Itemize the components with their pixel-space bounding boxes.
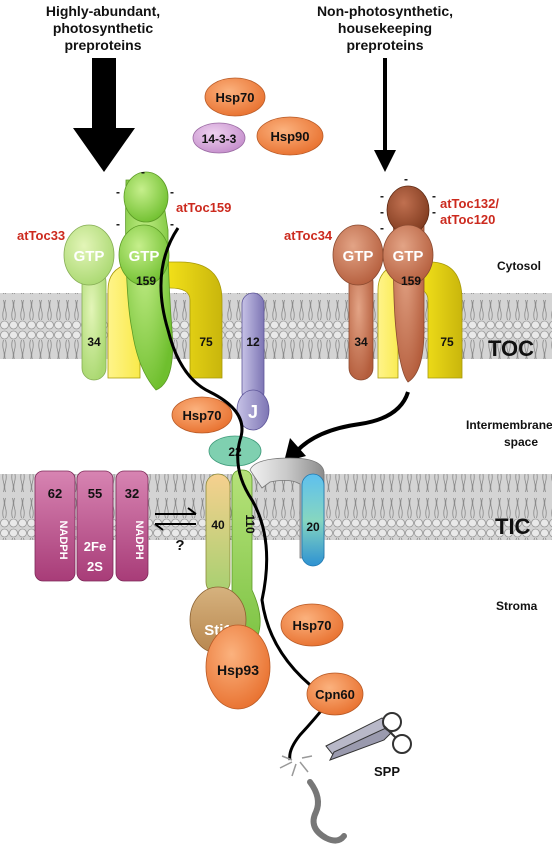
toc-complex-right: GTP GTP 159 34 75 - - - - - - atToc132/ … [284, 172, 499, 383]
thick-import-arrow [73, 58, 135, 172]
tic32-number: 32 [125, 486, 139, 501]
tic62 [34, 470, 76, 582]
charge: - [170, 185, 174, 199]
tic62-number: 62 [48, 486, 62, 501]
ims-label-line2: space [504, 435, 538, 449]
tic32 [115, 470, 149, 582]
cytosol-label: Cytosol [497, 259, 541, 273]
right-title-line3: preproteins [346, 37, 423, 53]
ims-hsp70-blob [171, 396, 233, 434]
equilibrium-arrows [154, 507, 197, 531]
tic-label: TIC [495, 514, 531, 539]
nadph-label-2: NADPH [133, 520, 145, 559]
charge: - [380, 205, 384, 219]
cpn60-label: Cpn60 [315, 687, 355, 702]
toc-label: TOC [488, 336, 534, 361]
ims-label-line1: Intermembrane [466, 418, 552, 432]
stroma-hsp70-blob [280, 603, 344, 647]
route-arrow-head [284, 438, 306, 462]
fe-label-2: 2S [87, 559, 103, 574]
toc159-a-domain [123, 171, 169, 223]
question-mark: ? [175, 537, 184, 554]
toc34-number-right: 34 [354, 335, 368, 349]
toc159-charges: - - - - - [116, 165, 174, 231]
tic20-blue [301, 473, 325, 567]
stroma-label: Stroma [496, 599, 538, 613]
nadph-label-1: NADPH [57, 520, 69, 559]
left-title: Highly-abundant, photosynthetic preprote… [46, 3, 160, 53]
tic55 [76, 470, 114, 582]
charge: - [432, 205, 436, 219]
hsp90-label: Hsp90 [270, 129, 309, 144]
toc33-stalk [81, 269, 107, 381]
tic110-number: 110 [243, 514, 257, 534]
toc159-gtp-label: GTP [129, 248, 160, 265]
attoc34-label: atToc34 [284, 228, 333, 243]
protein-1433-blob [192, 122, 246, 154]
hsp93-label: Hsp93 [217, 662, 259, 678]
right-title: Non-photosynthetic, housekeeping preprot… [317, 3, 453, 53]
stroma-hsp70-label: Hsp70 [292, 618, 331, 633]
spp-label: SPP [374, 764, 400, 779]
fe-label-1: 2Fe [84, 539, 106, 554]
cyto-hsp70-blob [204, 77, 266, 117]
tic20-number: 20 [306, 520, 320, 534]
charge: - [432, 189, 436, 203]
toc34-stalk [348, 269, 374, 381]
tic22-blob [208, 435, 262, 467]
toc12-complex: 12 Hsp70 J 22 [171, 292, 270, 467]
attoc120-label: atToc120 [440, 212, 495, 227]
charge: - [116, 217, 120, 231]
toc34-number-left: 34 [87, 335, 101, 349]
cpn60-blob [306, 672, 364, 716]
thin-import-arrow [374, 58, 396, 172]
tic40-number: 40 [211, 518, 225, 532]
charge: - [380, 221, 384, 235]
charge: - [170, 217, 174, 231]
charge: - [404, 172, 408, 186]
preprotein-strand [159, 227, 333, 761]
charge: - [380, 189, 384, 203]
protein-1433-label: 14-3-3 [202, 132, 237, 146]
toc-complex-left: GTP GTP 159 34 75 - - - - - atToc159 atT… [17, 165, 231, 391]
toc33-gtp-domain [63, 224, 115, 286]
hsp90-blob [256, 116, 324, 156]
left-title-line1: Highly-abundant, [46, 3, 160, 19]
toc159-number: 159 [136, 274, 156, 288]
toc132-number: 159 [401, 274, 421, 288]
tic40 [205, 473, 231, 595]
tic55-number: 55 [88, 486, 102, 501]
attoc159-label: atToc159 [176, 200, 231, 215]
route-arrow [294, 391, 410, 454]
toc12-number: 12 [246, 335, 260, 349]
left-title-line2: photosynthetic [53, 20, 154, 36]
toc132-gtp-domain [382, 224, 434, 286]
toc33-gtp-label: GTP [74, 248, 105, 265]
j-domain-label: J [248, 402, 258, 422]
attoc33-label: atToc33 [17, 228, 65, 243]
toc75-number-left: 75 [199, 335, 213, 349]
left-title-line3: preproteins [64, 37, 141, 53]
toc75-number-right: 75 [440, 335, 454, 349]
ims-hsp70-label: Hsp70 [182, 408, 221, 423]
j-domain-blob [236, 389, 270, 431]
toc159-gtp-domain [118, 224, 170, 286]
toc34-gtp-label: GTP [343, 248, 374, 265]
charge: - [141, 165, 145, 179]
mature-protein [307, 779, 347, 844]
right-title-line1: Non-photosynthetic, [317, 3, 453, 19]
tic110 [231, 469, 261, 641]
toc132-charges: - - - - - - [380, 172, 436, 235]
tic-complex: 20 62 55 32 NADPH 2Fe 2S NADPH ? 110 40 [34, 457, 325, 641]
charge: - [116, 185, 120, 199]
cyto-hsp70-label: Hsp70 [215, 90, 254, 105]
toc132-gtp-label: GTP [393, 248, 424, 265]
hsp93-blob [205, 624, 271, 710]
right-title-line2: housekeeping [338, 20, 432, 36]
attoc132-label: atToc132/ [440, 196, 499, 211]
scissors-icon [325, 712, 412, 761]
cleavage-spark [279, 755, 313, 777]
